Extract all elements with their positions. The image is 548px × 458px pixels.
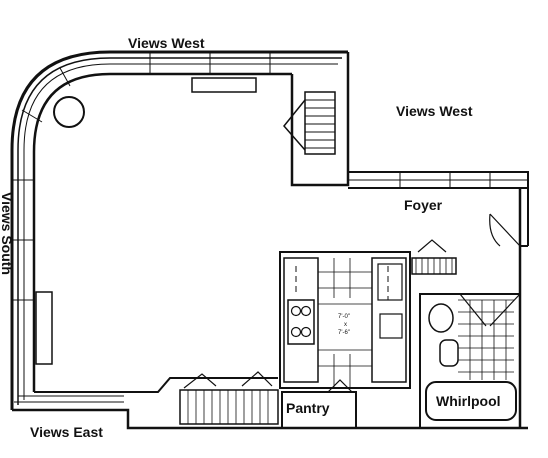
closet-doors <box>411 213 521 275</box>
label-views-west-top: Views West <box>128 35 205 51</box>
closet-shelving-bottom <box>179 371 279 425</box>
label-views-east: Views East <box>30 424 103 440</box>
closet-shelving <box>283 91 336 155</box>
label-views-south: Views South <box>0 192 15 275</box>
bathroom <box>419 293 521 429</box>
label-views-west-right: Views West <box>396 103 473 119</box>
column-circle <box>53 96 85 128</box>
label-kitchen-dim-2: 7'-6" <box>338 330 350 336</box>
kitchen <box>279 251 411 389</box>
label-whirlpool: Whirlpool <box>436 393 501 409</box>
pantry-room <box>281 379 357 429</box>
label-foyer: Foyer <box>404 197 443 213</box>
label-pantry: Pantry <box>286 400 330 416</box>
label-kitchen-dim-x: x <box>344 322 347 328</box>
label-kitchen-dim-1: 7'-0" <box>338 314 350 320</box>
